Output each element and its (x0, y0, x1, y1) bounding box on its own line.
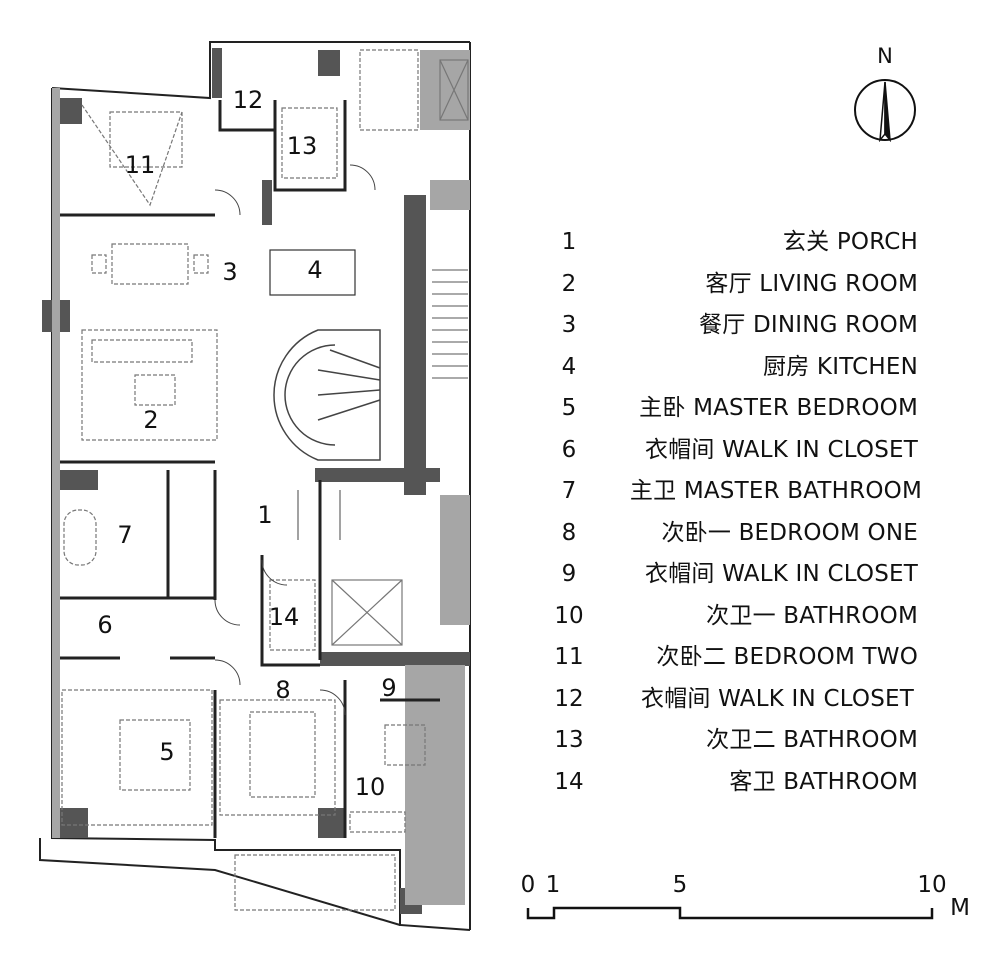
legend-label: 衣帽间 WALK IN CLOSET (645, 561, 918, 587)
legend-row: 8 次卧一 BEDROOM ONE (540, 513, 930, 555)
legend-number: 10 (554, 602, 584, 629)
compass-north-label: N (877, 44, 893, 68)
legend-label: 主卫 MASTER BATHROOM (629, 478, 922, 504)
room-number-6: 6 (97, 611, 113, 639)
interior-partitions (60, 100, 440, 838)
spiral-stair (273, 329, 381, 461)
door-swings (214, 164, 376, 716)
legend-label: 餐厅 DINING ROOM (699, 312, 918, 338)
furniture (61, 49, 469, 911)
room-number-4: 4 (307, 256, 323, 284)
room-number-1: 1 (257, 501, 273, 529)
legend-label: 次卫二 BATHROOM (706, 727, 918, 753)
legend-label: 客卫 BATHROOM (729, 768, 918, 795)
room-number-13: 13 (286, 132, 318, 160)
legend-row: 6 衣帽间 WALK IN CLOSET (540, 430, 930, 472)
room-number-12: 12 (232, 86, 264, 114)
legend-label: 厨房 KITCHEN (763, 353, 918, 380)
room-number-7: 7 (117, 521, 133, 549)
legend-label: 主卧 MASTER BEDROOM (639, 395, 918, 421)
legend-row: 3 餐厅 DINING ROOM (540, 305, 930, 347)
legend-row: 5 主卧 MASTER BEDROOM (540, 388, 930, 430)
scale-bar (526, 906, 934, 920)
legend-number: 13 (554, 727, 584, 753)
legend-row: 10 次卫一 BATHROOM (540, 596, 930, 638)
legend-number: 7 (561, 478, 577, 504)
room-number-9: 9 (381, 674, 397, 702)
legend-row: 13 次卫二 BATHROOM (540, 720, 930, 762)
legend-number: 14 (554, 768, 584, 795)
legend-number: 12 (554, 685, 584, 712)
floor-plan (39, 41, 471, 931)
legend-number: 5 (561, 395, 577, 421)
light-walls (52, 50, 470, 905)
room-number-5: 5 (159, 738, 175, 766)
straight-stair (432, 269, 468, 379)
room-number-14: 14 (268, 603, 300, 631)
north-arrow-icon (854, 79, 916, 142)
legend-row: 4 厨房 KITCHEN (540, 347, 930, 389)
room-legend: 1 玄关 PORCH 2 客厅 LIVING ROOM 3 餐厅 DINING ROOM 4… (540, 222, 930, 803)
legend-number: 4 (561, 353, 577, 380)
room-number-11: 11 (124, 151, 156, 179)
scale-unit: M (950, 895, 970, 921)
scale-tick-5: 5 (672, 872, 688, 898)
room-number-10: 10 (354, 773, 386, 801)
scale-tick-1: 1 (545, 872, 561, 898)
room-number-3: 3 (222, 258, 238, 286)
legend-number: 2 (561, 270, 577, 297)
legend-row: 7 主卫 MASTER BATHROOM (540, 471, 930, 513)
legend-label: 次卧一 BEDROOM ONE (661, 519, 918, 546)
legend-label: 次卫一 BATHROOM (706, 602, 918, 629)
legend-number: 8 (561, 519, 577, 546)
legend-number: 3 (561, 312, 577, 338)
room-number-2: 2 (143, 406, 159, 434)
legend-row: 14 客卫 BATHROOM (540, 762, 930, 804)
legend-row: 11 次卧二 BEDROOM TWO (540, 637, 930, 679)
legend-row: 2 客厅 LIVING ROOM (540, 264, 930, 306)
legend-row: 9 衣帽间 WALK IN CLOSET (540, 554, 930, 596)
legend-label: 次卧二 BEDROOM TWO (656, 644, 918, 670)
legend-number: 9 (561, 561, 577, 587)
scale-tick-0: 0 (520, 872, 536, 898)
legend-number: 11 (554, 644, 584, 670)
legend-number: 1 (561, 229, 577, 255)
room-number-8: 8 (275, 676, 291, 704)
legend-number: 6 (561, 436, 577, 463)
scale-tick-10: 10 (917, 872, 947, 898)
legend-label: 衣帽间 WALK IN CLOSET (645, 436, 918, 463)
legend-label: 玄关 PORCH (782, 229, 918, 255)
legend-label: 衣帽间 WALK IN CLOSET (641, 685, 914, 712)
legend-row: 1 玄关 PORCH (540, 222, 930, 264)
legend-row: 12 衣帽间 WALK IN CLOSET (540, 679, 930, 721)
legend-label: 客厅 LIVING ROOM (705, 270, 918, 297)
